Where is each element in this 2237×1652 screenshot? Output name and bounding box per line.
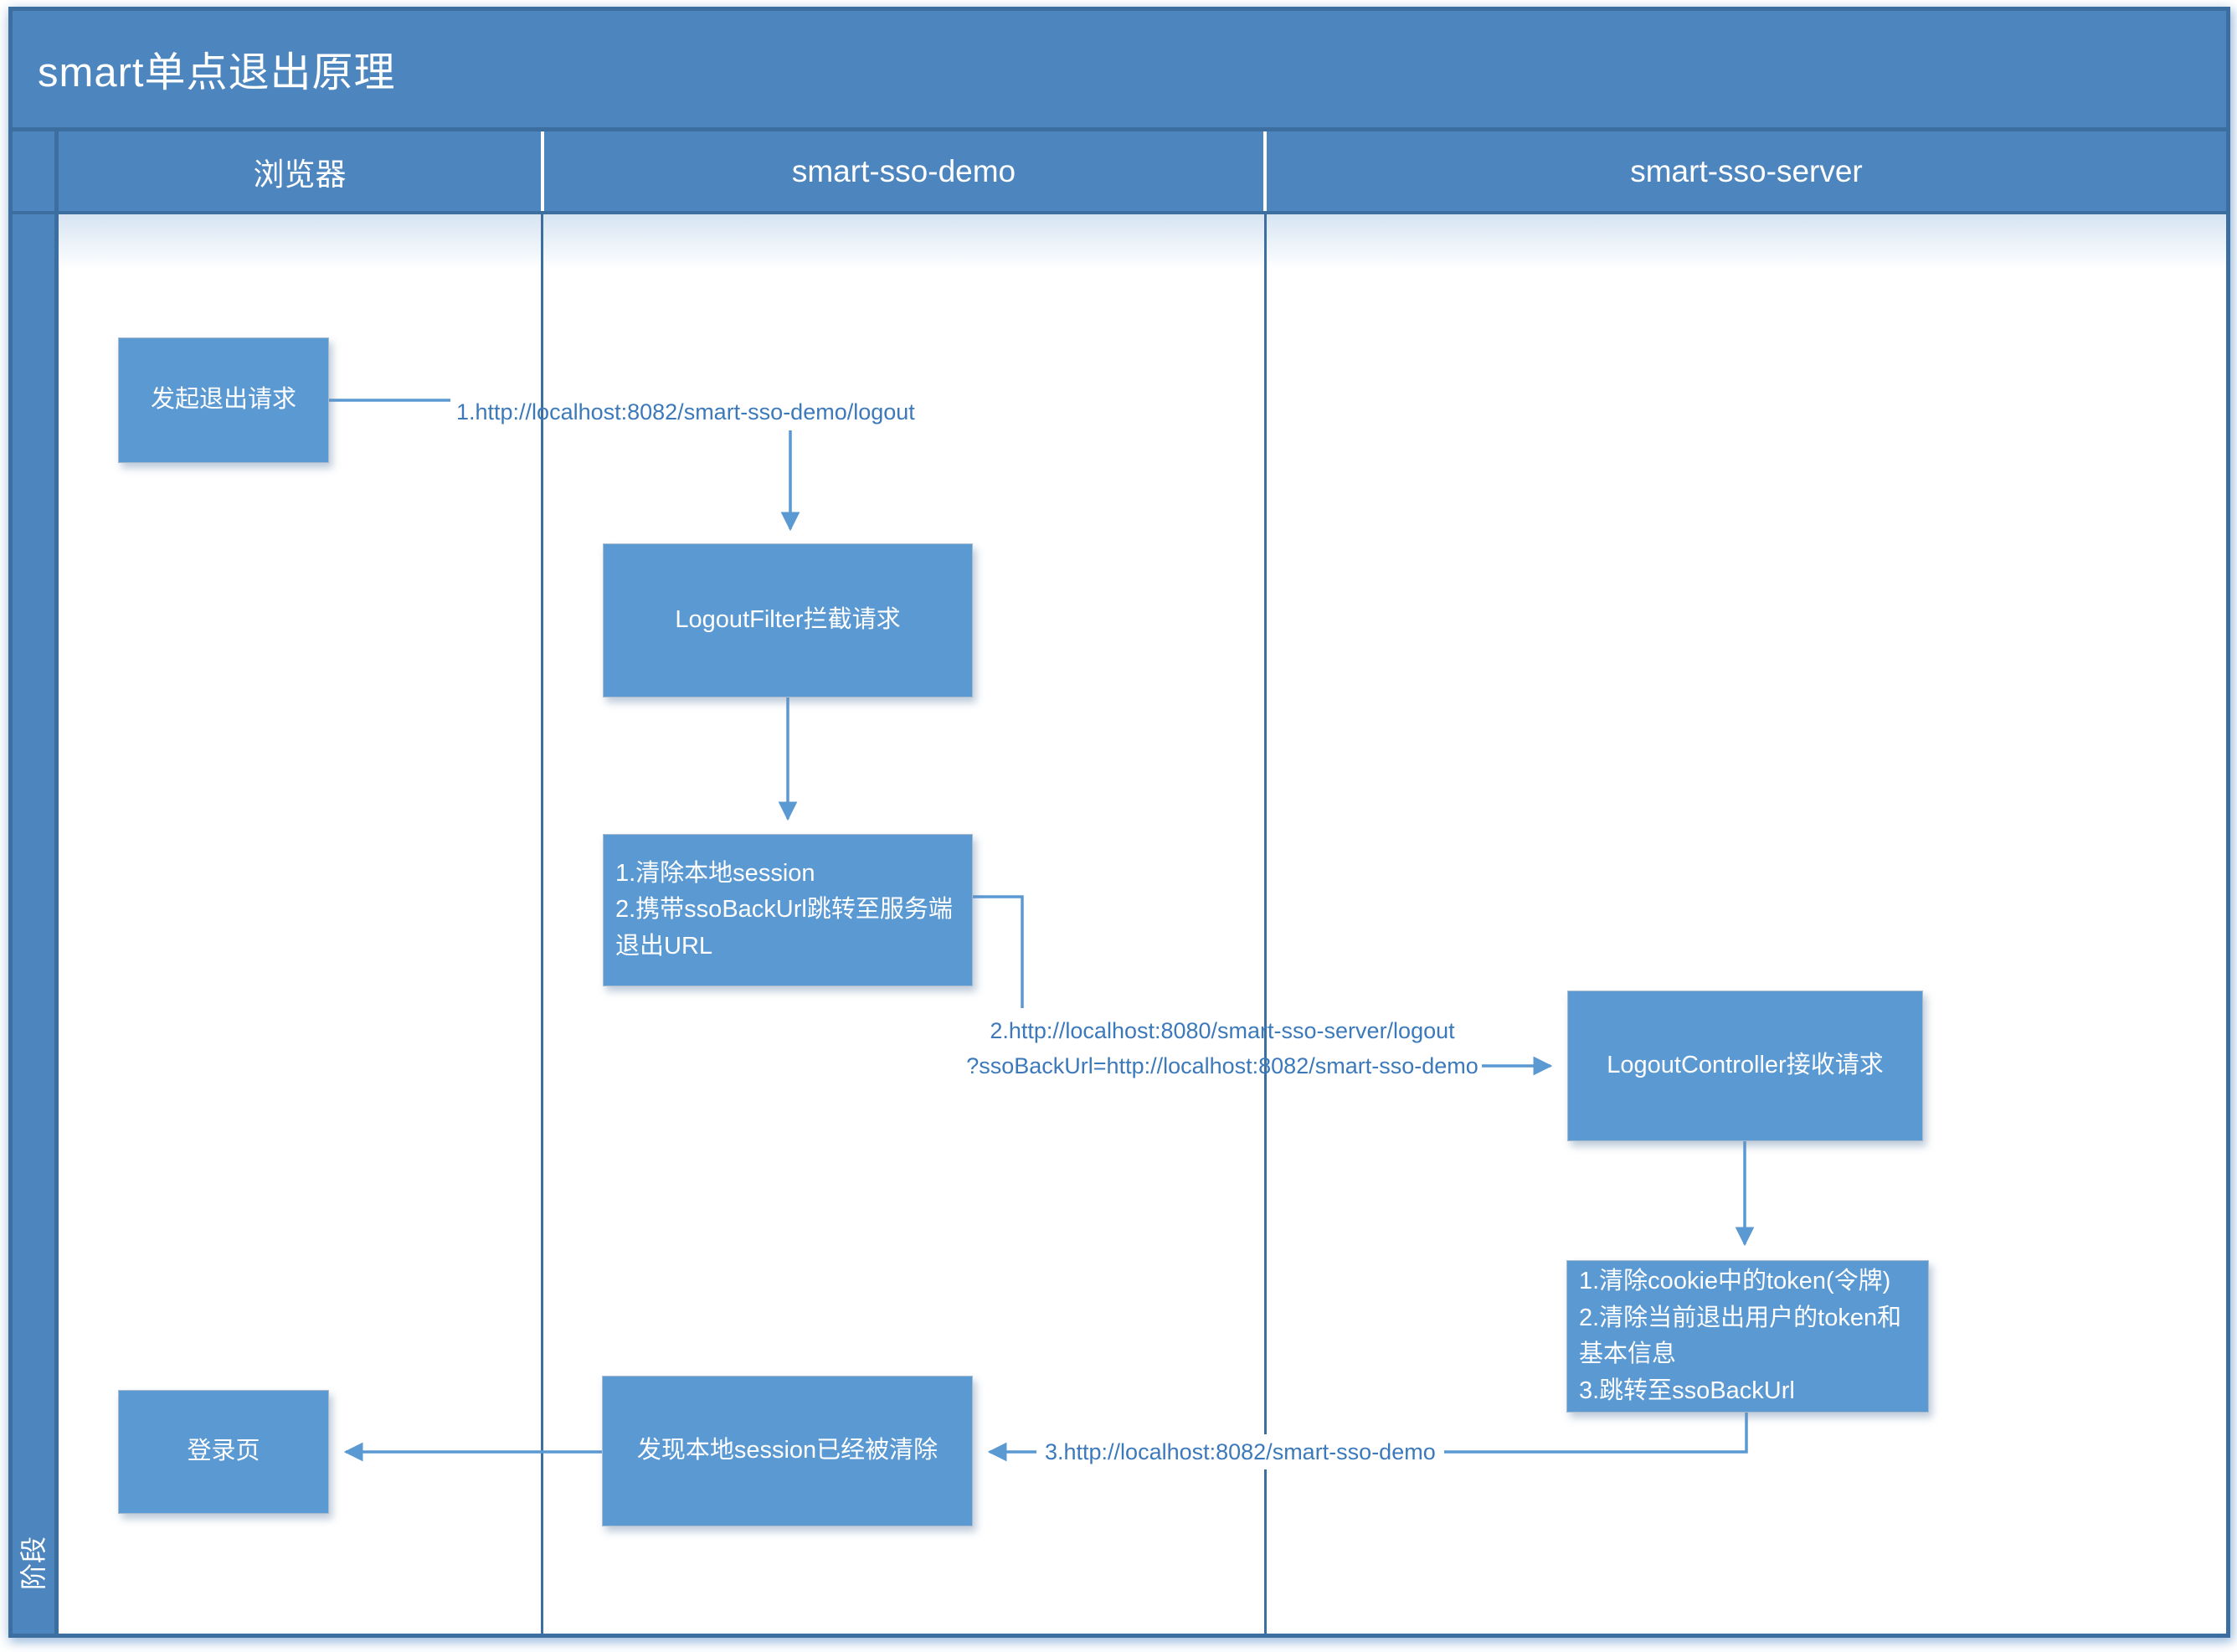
- lane-header-browser: 浏览器: [59, 131, 541, 211]
- node-clear-session-label: 1.清除本地session 2.携带ssoBackUrl跳转至服务端退出URL: [615, 859, 953, 960]
- lane-divider-2: [1264, 214, 1267, 1634]
- node-logout-filter-label: LogoutFilter拦截请求: [675, 606, 901, 634]
- edge-label-step3: 3.http://localhost:8082/smart-sso-demo: [1036, 1434, 1444, 1469]
- lane-body-gradient: [59, 214, 2226, 270]
- lane-header-browser-label: 浏览器: [253, 157, 347, 192]
- node-logout-controller: LogoutController接收请求: [1567, 991, 1923, 1141]
- diagram-frame: [8, 7, 2230, 1638]
- header-bottom-line: [13, 211, 2226, 214]
- edge-label-step2: 2.http://localhost:8080/smart-sso-server…: [966, 1018, 1478, 1078]
- node-logout-request-label: 发起退出请求: [150, 386, 296, 414]
- diagram-title: smart单点退出原理: [38, 50, 396, 95]
- lane-header-sso-demo-label: smart-sso-demo: [791, 153, 1016, 188]
- node-login-page: 登录页: [118, 1390, 329, 1514]
- lane-header-sso-demo: smart-sso-demo: [544, 131, 1263, 211]
- lane-header-sso-server-label: smart-sso-server: [1630, 153, 1863, 188]
- edge-label-step1: 1.http://localhost:8082/smart-sso-demo/l…: [456, 399, 915, 425]
- lane-divider-1: [541, 214, 543, 1634]
- title-bar: smart单点退出原理: [13, 11, 2226, 127]
- node-session-cleared-label: 发现本地session已经被清除: [636, 1437, 939, 1464]
- node-logout-filter: LogoutFilter拦截请求: [603, 543, 973, 697]
- node-clear-token-label: 1.清除cookie中的token(令牌) 2.清除当前退出用户的token和基…: [1579, 1268, 1902, 1404]
- lane-header-sso-server: smart-sso-server: [1267, 131, 2226, 211]
- node-clear-token: 1.清除cookie中的token(令牌) 2.清除当前退出用户的token和基…: [1566, 1260, 1929, 1413]
- node-clear-session: 1.清除本地session 2.携带ssoBackUrl跳转至服务端退出URL: [603, 834, 973, 986]
- node-session-cleared: 发现本地session已经被清除: [602, 1376, 973, 1526]
- phase-divider-line: [54, 131, 59, 1634]
- node-logout-controller-label: LogoutController接收请求: [1607, 1052, 1884, 1079]
- node-logout-request: 发起退出请求: [118, 337, 329, 463]
- phase-label: 阶段: [18, 1536, 49, 1591]
- node-login-page-label: 登录页: [187, 1438, 260, 1465]
- phase-strip: [13, 131, 54, 1634]
- title-divider-line: [13, 127, 2226, 131]
